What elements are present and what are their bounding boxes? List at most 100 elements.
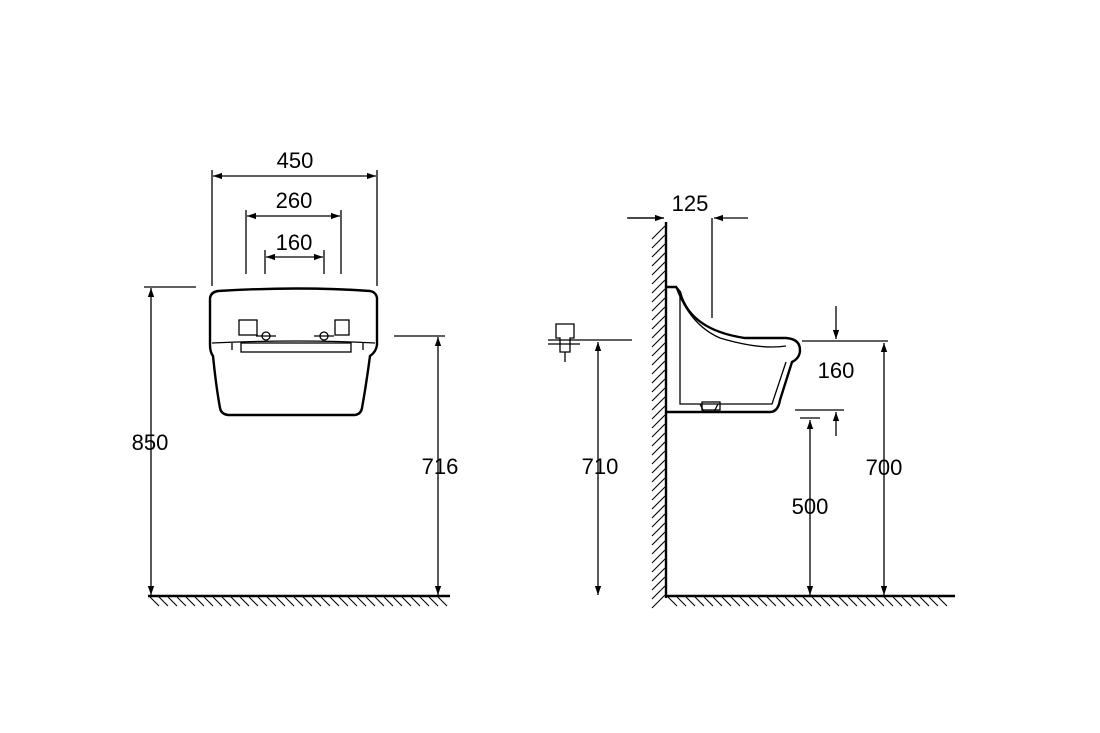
hatch-line [651,414,666,429]
hatch-line [721,596,732,607]
hatch-line [651,360,666,375]
hatch-line [374,596,385,607]
hatch-line [651,324,666,339]
hatch-line [651,252,666,267]
trap-fitting [548,323,580,362]
hatch-line [356,596,367,607]
hatch-line [651,522,666,537]
hatch-line [651,468,666,483]
hatch-line [694,596,705,607]
hatch-line [651,306,666,321]
hatch-line [293,596,304,607]
hatch-line [919,596,930,607]
dim-160-side: 160 [818,306,854,436]
hatch-line [410,596,421,607]
hatch-line [651,423,666,438]
hatch-line [401,596,412,607]
dim-label-850: 850 [132,430,169,455]
hatch-line [266,596,277,607]
hatch-line [651,495,666,510]
hatch-line [176,596,187,607]
hatch-line [651,450,666,465]
hatch-line [284,596,295,607]
dim-label-260: 260 [276,188,313,213]
hatch-line [757,596,768,607]
hatch-line [651,585,666,600]
hatch-line [651,351,666,366]
hatch-line [437,596,448,607]
hatch-line [651,558,666,573]
hatch-line [651,504,666,519]
hatch-line [302,596,313,607]
hatch-line [651,513,666,528]
floor-side [666,594,955,607]
hatch-line [651,576,666,591]
hatch-line [802,596,813,607]
hatch-line [651,432,666,447]
hatch-line [651,297,666,312]
hatch-line [651,234,666,249]
hatch-line [651,459,666,474]
sink-front-outline [208,287,379,417]
hatch-line [651,477,666,492]
hatch-line [185,596,196,607]
dim-500: 500 [792,420,829,595]
hatch-line [676,596,687,607]
dim-label-710: 710 [582,454,619,479]
dim-260: 260 [247,188,340,220]
hatch-line [428,596,439,607]
side-extension-lines [548,217,888,419]
hatch-line [275,596,286,607]
hatch-line [667,596,678,607]
hatch-line [847,596,858,607]
hatch-line [928,596,939,607]
hatch-line [329,596,340,607]
hatch-line [703,596,714,607]
hatch-line [651,315,666,330]
hatch-line [651,441,666,456]
hatch-line [212,596,223,607]
dim-160-front: 160 [266,230,323,261]
hatch-line [320,596,331,607]
hatch-line [167,596,178,607]
dim-125: 125 [628,191,748,222]
hatch-line [651,540,666,555]
hatch-line [910,596,921,607]
hatch-line [865,596,876,607]
sink-side-profile [666,285,802,414]
hatch-line [775,596,786,607]
front-extension-lines [144,170,445,337]
hatch-line [338,596,349,607]
dim-label-500: 500 [792,494,829,519]
hatch-line [651,549,666,564]
hatch-line [221,596,232,607]
dim-450: 450 [213,148,376,180]
dim-label-125: 125 [672,191,709,216]
dim-850: 850 [132,288,169,595]
hatch-line [651,261,666,276]
hatch-line [874,596,885,607]
hatch-line [383,596,394,607]
hatch-line [766,596,777,607]
dim-label-716: 716 [422,454,459,479]
tap-holes [238,319,352,353]
hatch-line [392,596,403,607]
hatch-line [347,596,358,607]
hatch-line [793,596,804,607]
hatch-line [712,596,723,607]
hatch-line [203,596,214,607]
hatch-line [748,596,759,607]
dim-716: 716 [422,337,459,595]
hatch-line [651,531,666,546]
hatch-line [820,596,831,607]
hatch-line [365,596,376,607]
hatch-line [651,342,666,357]
hatch-line [158,596,169,607]
hatch-line [651,270,666,285]
side-view: 125 160 710 500 700 [548,191,955,609]
hatch-line [149,596,160,607]
hatch-line [856,596,867,607]
hatch-line [730,596,741,607]
hatch-line [937,596,948,607]
hatch-line [194,596,205,607]
